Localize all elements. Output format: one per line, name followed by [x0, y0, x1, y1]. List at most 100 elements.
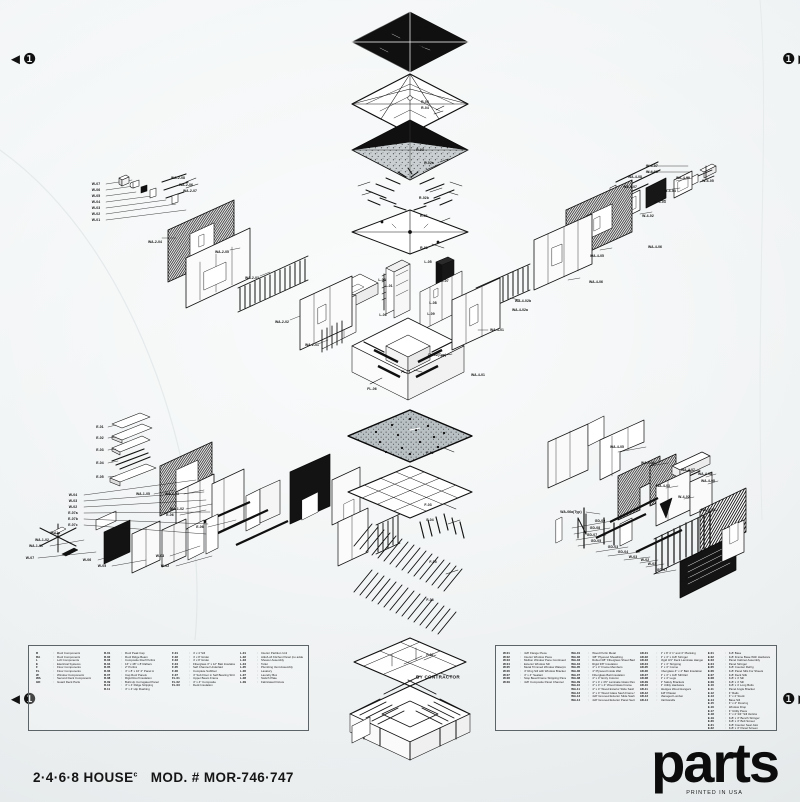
part-callout: L-07 — [441, 279, 449, 283]
legend-part-code: R-09 — [104, 680, 111, 684]
legend-part-description: Built-Up Corrugated Panel — [125, 680, 159, 684]
legend-part-code: GD-08 — [639, 677, 649, 681]
legend-part-description: 4x8' Counter Seal Joist — [728, 723, 759, 727]
legend-part-description: 4" x 4" Wood Exterior Slide Sash — [592, 687, 635, 691]
model-number: MOD. # MOR-746·747 — [150, 770, 294, 785]
legend-row: WA-03:Rolled 3/8" Fiberglass Sheet Backi… — [571, 659, 634, 663]
legend-row: GD-08:4" x 4" Legs — [640, 677, 703, 681]
legend-part-description: Switch Plate — [261, 677, 277, 681]
part-callout: WA-4-03 — [655, 484, 671, 488]
legend-part-description: 4x8' Panel Sills For Sheets — [728, 669, 764, 673]
legend-row: WA-02:3/8" Plywood Sheathing — [571, 656, 634, 660]
legend-part-description: 4x8' Grooved Exterior Slide Sash — [592, 695, 635, 699]
legend-separator: : — [53, 680, 54, 684]
legend-part-description: Cap Roof Panels — [125, 673, 147, 677]
legend-separator: : — [257, 673, 258, 677]
legend-part-description: 4" Ring Sill with Window Bracket — [524, 669, 566, 673]
legend-part-code: F-06 — [172, 669, 178, 673]
legend-part-description: 4' x 4' Sill — [193, 652, 206, 655]
legend-row: R-04:16" x 48" x 8' Rafters — [104, 663, 167, 667]
legend-part-description: Laundry Box — [261, 673, 278, 677]
legend-part-description: 4" Sub Floor in Self Bearing Stringers (… — [193, 673, 235, 677]
brand-wordmark: parts — [651, 731, 780, 794]
legend-part-code: WA-09 — [571, 680, 581, 684]
legend-part-code: E — [36, 662, 38, 666]
legend-separator: : — [257, 677, 258, 681]
legend-part-code: FL-02 — [172, 680, 180, 684]
legend-separator: : — [656, 662, 658, 666]
legend-separator: : — [588, 698, 590, 702]
part-callout: WA-06a(Typ) — [560, 510, 582, 514]
legend-part-code: W-01 — [503, 652, 510, 655]
legend-part-description: Fiberglass 3" x 12" Batt Insulation — [193, 662, 235, 666]
reg-mark-top-left: ◄❶ — [8, 51, 37, 68]
legend-part-code: L-07 — [240, 673, 246, 677]
legend-separator: : — [724, 680, 726, 684]
legend-row: E-14:Base Sill — [708, 699, 771, 703]
part-callout: R-02b — [419, 196, 429, 200]
legend-row: GD:Guard Deck Parts — [36, 681, 99, 685]
legend-row: WA-09:4" x 4' x 4'6" Laminate Glass Pane — [571, 681, 634, 685]
legend-separator: : — [588, 691, 590, 695]
part-callout: F-03 — [424, 503, 432, 507]
part-callout: W-04 — [68, 493, 78, 497]
legend-part-description: Composite Roof Purlins — [125, 659, 156, 663]
legend-part-description: Electrical Systems — [57, 662, 81, 666]
legend-separator: : — [53, 669, 54, 673]
legend-part-code: W-08 — [503, 677, 510, 681]
legend-part-code: GD — [36, 680, 41, 684]
legend-part-description: 4x8' Deck Sills — [728, 673, 748, 677]
legend-row: E:Electrical Systems — [36, 663, 99, 667]
part-callout: W-03 — [647, 562, 657, 566]
legend-separator: : — [588, 652, 590, 655]
legend-separator: : — [121, 655, 122, 659]
legend-part-description: 4" x 4' x 4'6" Laminate Glass Pane — [592, 680, 635, 684]
legend-separator: : — [121, 677, 122, 681]
legend-part-description: 4x8' x 4" Panel Screen — [728, 727, 758, 731]
legend-row: W-01:4x8' Flange Piece — [503, 652, 566, 656]
legend-separator: : — [121, 662, 122, 666]
legend-part-code: E-07 — [707, 673, 714, 677]
legend-separator: : — [53, 655, 54, 659]
legend-separator: : — [588, 680, 590, 684]
legend-part-description: Stop Bead Frame Stripping Panel — [524, 677, 567, 681]
legend-part-code: WA-12 — [571, 691, 581, 695]
legend-separator: : — [656, 655, 658, 659]
legend-part-code: W-09 — [503, 680, 510, 684]
legend-separator: : — [121, 652, 122, 655]
legend-row: F-04:Fiberglass 3" x 12" Batt Insulation — [172, 663, 235, 667]
part-callout: E-06 — [196, 525, 204, 529]
legend-part-code: WA-07 — [571, 673, 581, 677]
legend-separator: : — [53, 673, 54, 677]
legend-part-code: WA-01 — [571, 652, 581, 655]
part-callout: WA-1-03 — [164, 492, 180, 496]
legend-separator: : — [724, 666, 726, 670]
legend-part-description: 4" Rails — [728, 691, 739, 695]
part-callout: GD-04 — [617, 550, 629, 554]
part-callout: WA-2-03 — [244, 276, 260, 280]
legend-part-code: R-11 — [104, 687, 111, 691]
part-callout: W-03 — [628, 555, 638, 559]
part-callout: WA-2-07 — [182, 189, 198, 193]
legend-row: WA-14:4x8' Grooved Exterior Panel Sectio… — [571, 699, 634, 703]
part-callout: R-03 — [416, 148, 424, 152]
legend-row: GD-05:4" x 4" Corner — [640, 666, 703, 670]
legend-row: R-07:Cap Roof Panels — [104, 674, 167, 678]
legend-part-code: F-07 — [172, 673, 178, 677]
legend-part-code: F-01 — [172, 652, 178, 655]
part-callout: WA-4-06 — [647, 245, 663, 249]
legend-row: E-06:4x8' Panel Sills For Sheets — [708, 670, 771, 674]
part-callout: W-02 — [160, 564, 170, 568]
legend-part-code: WA-14 — [571, 698, 581, 702]
legend-part-code: GD-06 — [639, 669, 649, 673]
legend-part-description: Panel Cabinet Assembly — [728, 659, 761, 663]
legend-row: FL:Floor Components — [36, 670, 99, 674]
part-callout: WA-1-02 — [169, 507, 185, 511]
legend-part-code: WA-11 — [571, 687, 580, 691]
legend-part-code: WA-04 — [571, 662, 581, 666]
legend-part-description: 4x8' x 4" Bench Stringer — [728, 716, 760, 720]
legend-part-code: GD-14 — [639, 698, 649, 702]
legend-part-description: Self Channel Underlaid — [193, 666, 223, 670]
part-callout: W-01 — [91, 218, 101, 222]
